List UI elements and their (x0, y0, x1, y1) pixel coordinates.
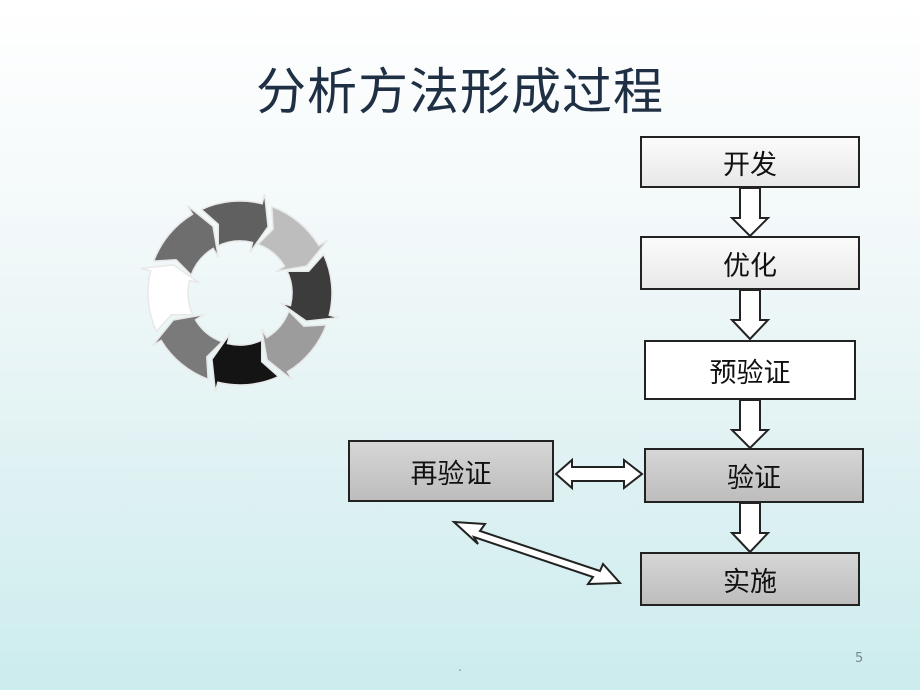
cycle-arrow-segment (140, 264, 200, 333)
cycle-arrow-segment (260, 309, 328, 381)
cycle-arrow-segment (200, 193, 269, 253)
step-validate-label: 验证 (727, 463, 781, 494)
step-revalidate: 再验证 (348, 440, 554, 502)
step-implement: 实施 (640, 552, 860, 606)
double-arrow-revalidate-implement (451, 520, 623, 586)
slide-title: 分析方法形成过程 (256, 63, 664, 121)
cycle-arrow-segment (256, 205, 328, 273)
cycle-icon (140, 193, 340, 393)
cycle-arrow-segment (280, 253, 340, 322)
footer-dot: . (458, 660, 462, 674)
cycle-arrow-segment (211, 333, 280, 393)
step-develop: 开发 (640, 136, 860, 188)
step-pre-validate: 预验证 (644, 340, 856, 400)
cycle-arrow-segment (152, 205, 220, 277)
down-arrow-develop-optimize (729, 187, 771, 238)
down-arrow-validate-implement (729, 502, 771, 554)
page-number: 5 (855, 651, 864, 666)
down-arrow-optimize-prevalidate (729, 289, 771, 341)
double-arrow-revalidate-validate (554, 457, 644, 491)
step-validate: 验证 (644, 448, 864, 503)
step-develop-label: 开发 (723, 149, 777, 181)
down-arrow-prevalidate-validate (729, 399, 771, 450)
cycle-arrow-segment (152, 313, 224, 381)
step-pre-validate-label: 预验证 (709, 357, 791, 389)
step-implement-label: 实施 (723, 566, 777, 598)
step-optimize: 优化 (640, 236, 860, 290)
step-revalidate-label: 再验证 (410, 458, 492, 490)
step-optimize-label: 优化 (723, 250, 777, 282)
